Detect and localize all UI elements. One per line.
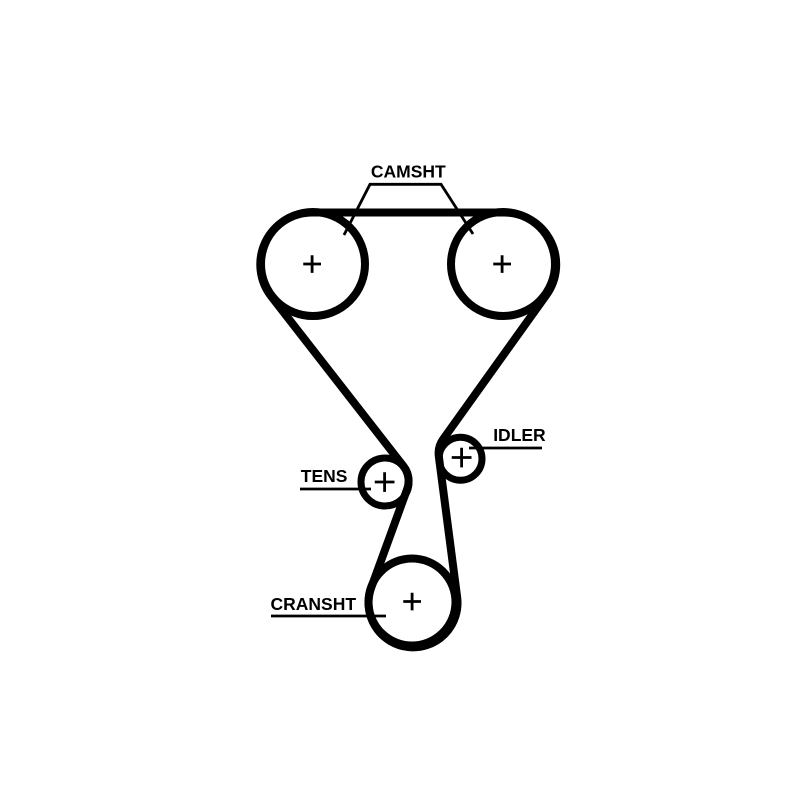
svg-text:TENS: TENS — [301, 466, 348, 486]
svg-text:IDLER: IDLER — [493, 425, 546, 445]
svg-text:CAMSHT: CAMSHT — [371, 162, 446, 182]
svg-text:CRANSHT: CRANSHT — [271, 594, 357, 614]
